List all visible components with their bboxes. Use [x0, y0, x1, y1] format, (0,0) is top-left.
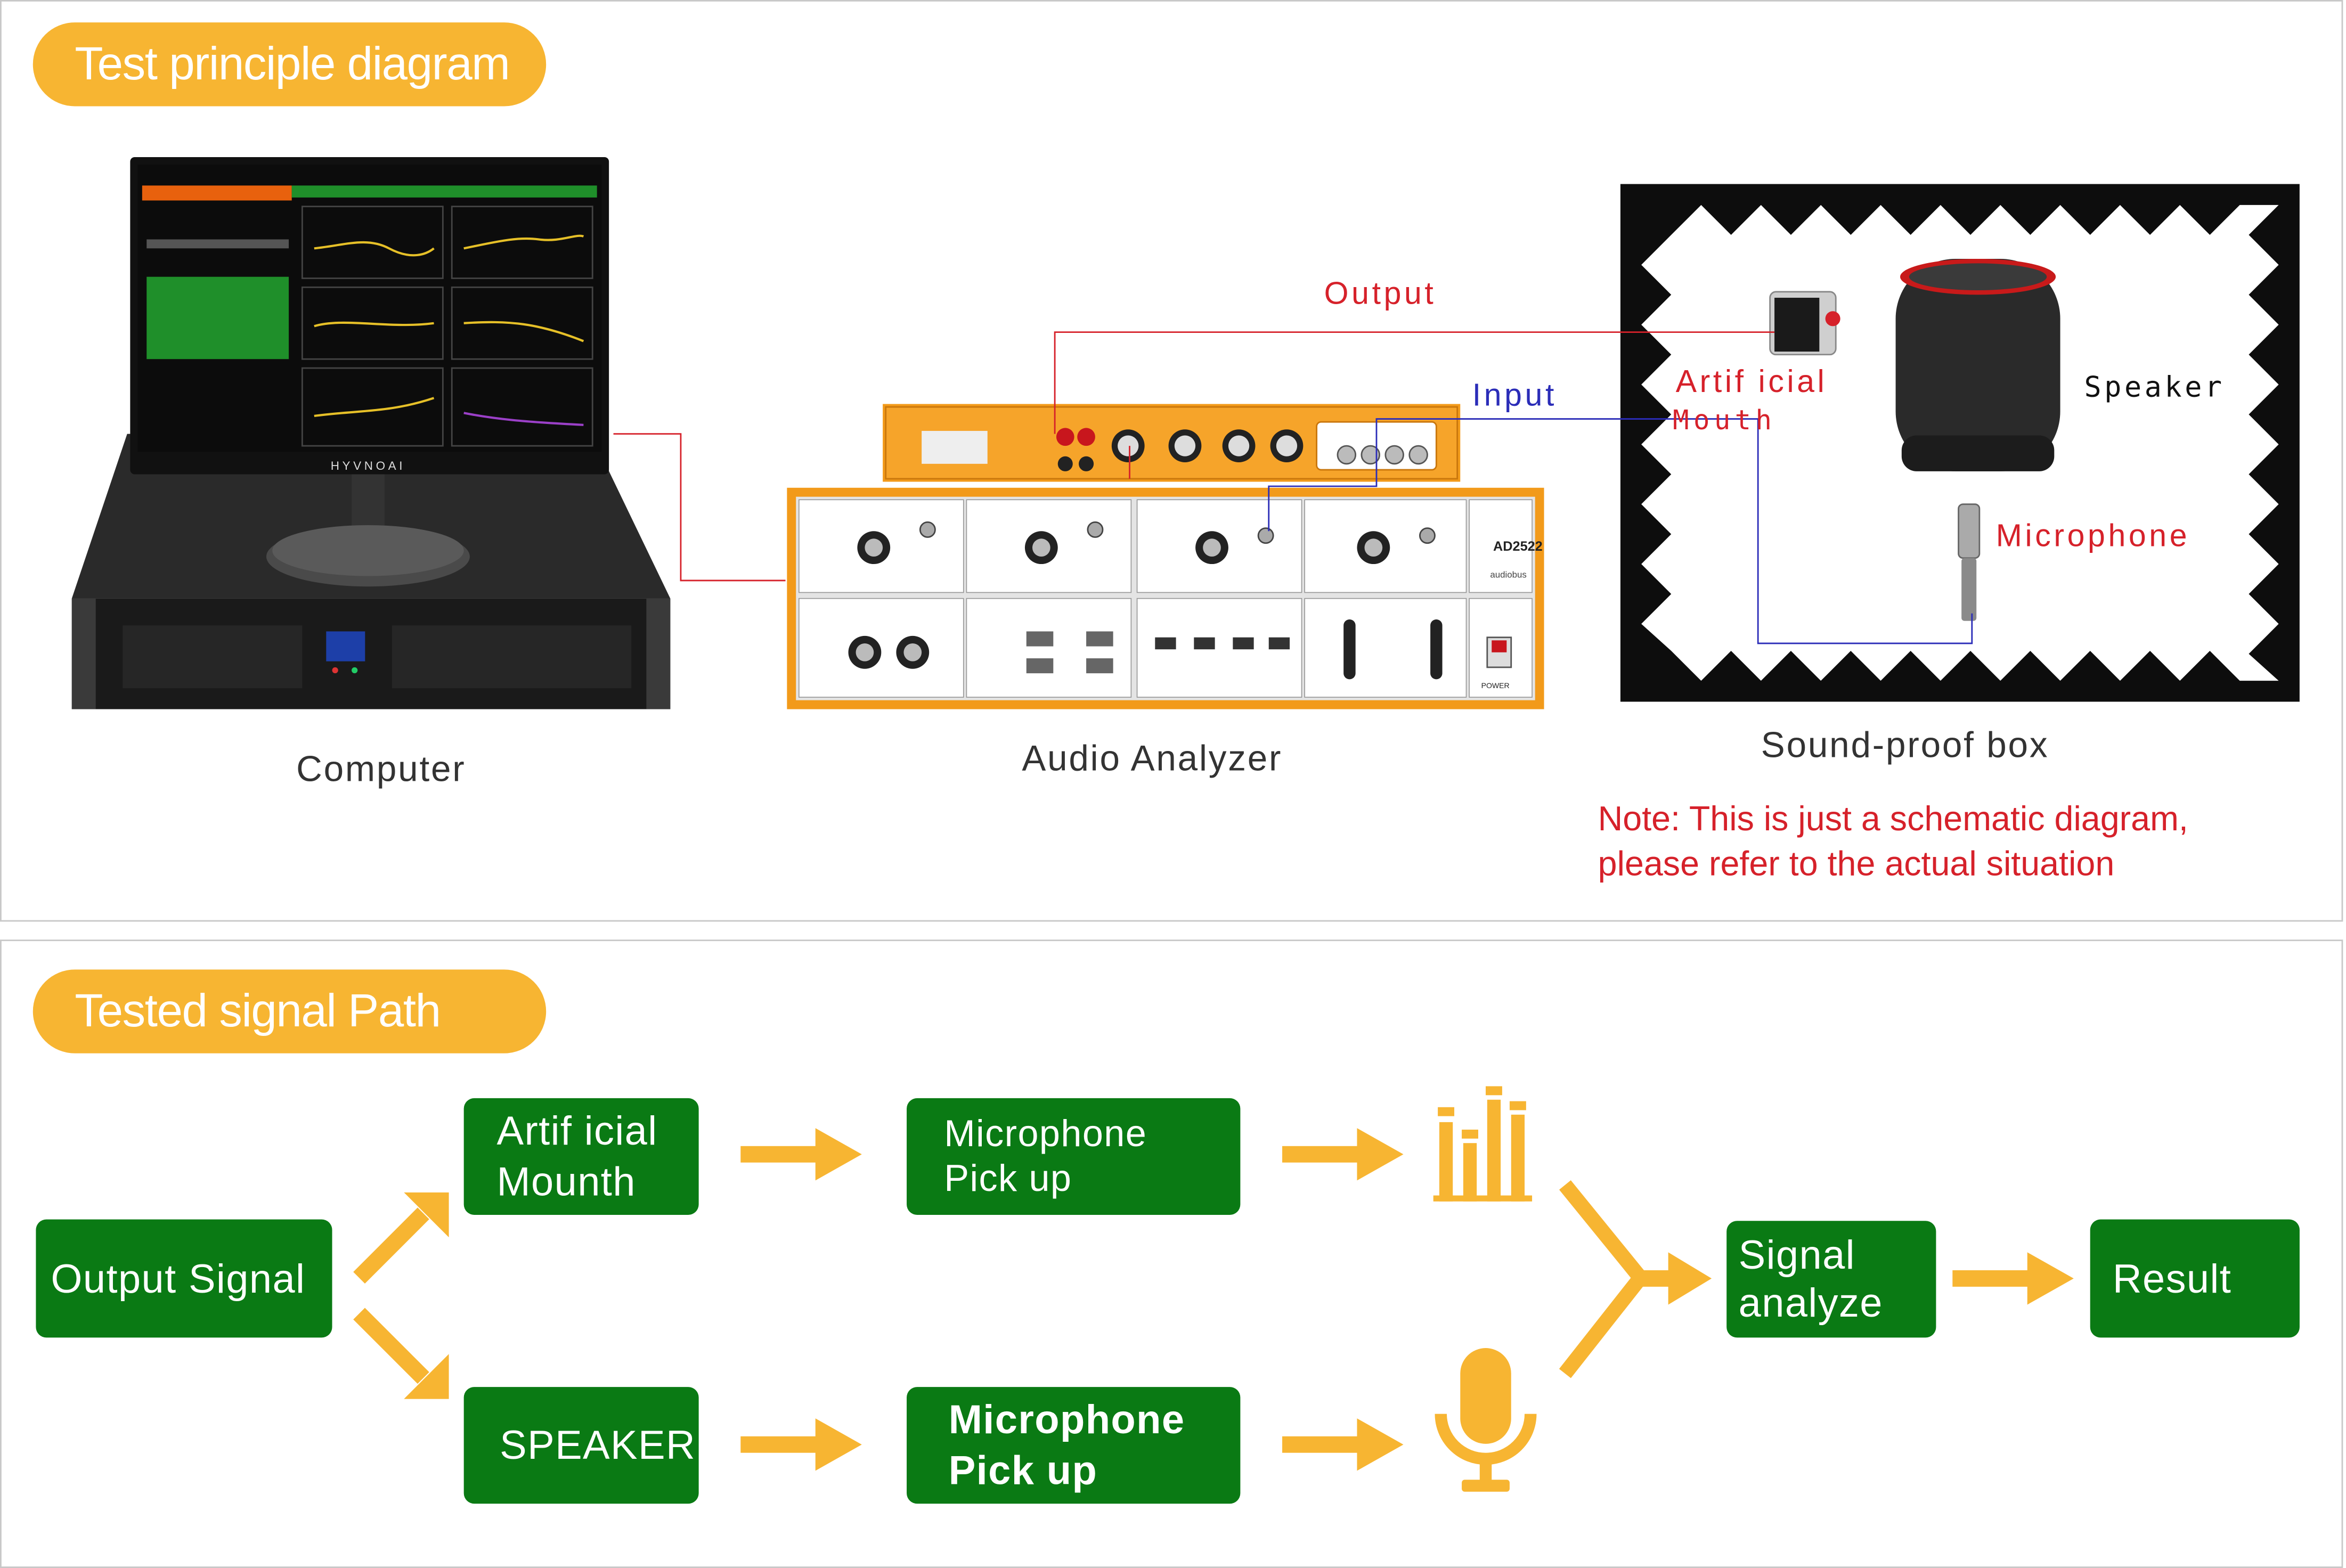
artificial-mouth-label-1: Artif icial — [1675, 365, 1828, 400]
arrow-right-icon — [740, 1128, 862, 1181]
artificial-mouth-text-1: Artif icial — [496, 1108, 658, 1154]
tested-signal-path-title: Tested signal Path — [32, 969, 547, 1054]
signal-analyze-box: Signal analyze — [1726, 1221, 1936, 1338]
mic-pickup-bottom-box: Microphone Pick up — [907, 1387, 1241, 1504]
speaker-label: Speaker — [2084, 371, 2225, 404]
arrow-down-right-icon — [353, 1308, 449, 1399]
computer-illustration: HYVNOAI — [71, 157, 671, 709]
audio-analyzer-label: Audio Analyzer — [1022, 739, 1283, 780]
mic-pickup-top-box: Microphone Pick up — [907, 1098, 1241, 1215]
audio-analyzer-illustration: AD2522 audiobus POWER — [787, 404, 1544, 709]
analyzer-model: AD2522 — [1493, 539, 1543, 554]
arrow-right-icon — [1282, 1418, 1404, 1471]
analyzer-brand: audiobus — [1490, 569, 1526, 579]
output-signal-box: Output Signal — [36, 1219, 332, 1338]
mic-pickup-top-text-1: Microphone — [944, 1113, 1147, 1155]
note-line-2: please refer to the actual situation — [1598, 844, 2115, 883]
output-line-label: Output — [1324, 276, 1437, 312]
sound-proof-box — [1620, 184, 2300, 702]
monitor-brand: HYVNOAI — [331, 459, 405, 472]
artificial-mouth-label-2: Mouth — [1673, 405, 1777, 437]
arrow-up-right-icon — [353, 1192, 449, 1284]
arrow-right-icon — [740, 1418, 862, 1471]
speaker-text: SPEAKER — [500, 1423, 696, 1468]
arrow-right-icon — [1952, 1252, 2074, 1305]
microphone-icon — [1435, 1348, 1537, 1492]
computer-label: Computer — [296, 749, 466, 790]
connection-lines — [613, 331, 1973, 644]
signal-analyze-text-2: analyze — [1738, 1280, 1883, 1326]
artificial-mouth-box: Artif icial Mounth — [463, 1098, 699, 1215]
speaker-box: SPEAKER — [463, 1387, 699, 1504]
microphone-label: Microphone — [1995, 519, 2190, 554]
signal-analyze-text-1: Signal — [1738, 1232, 1855, 1278]
mic-pickup-bottom-text-1: Microphone — [948, 1397, 1185, 1443]
merge-arrow-icon — [1559, 1180, 1712, 1378]
mic-pickup-top-text-2: Pick up — [944, 1158, 1072, 1200]
arrow-right-icon — [1282, 1128, 1404, 1181]
input-line-label: Input — [1472, 378, 1558, 413]
sound-proof-box-label: Sound-proof box — [1761, 725, 2049, 766]
signal-path-arrows — [353, 1086, 2074, 1492]
result-text: Result — [2112, 1256, 2232, 1301]
test-principle-title: Test principle diagram — [32, 22, 547, 107]
note-line-1: Note: This is just a schematic diagram, — [1598, 799, 2188, 838]
result-box: Result — [2090, 1219, 2300, 1338]
bar-chart-icon — [1433, 1086, 1533, 1202]
artificial-mouth-text-2: Mounth — [496, 1159, 636, 1205]
mic-pickup-bottom-text-2: Pick up — [948, 1448, 1098, 1493]
power-label: POWER — [1481, 681, 1510, 690]
output-signal-text: Output Signal — [51, 1256, 306, 1301]
